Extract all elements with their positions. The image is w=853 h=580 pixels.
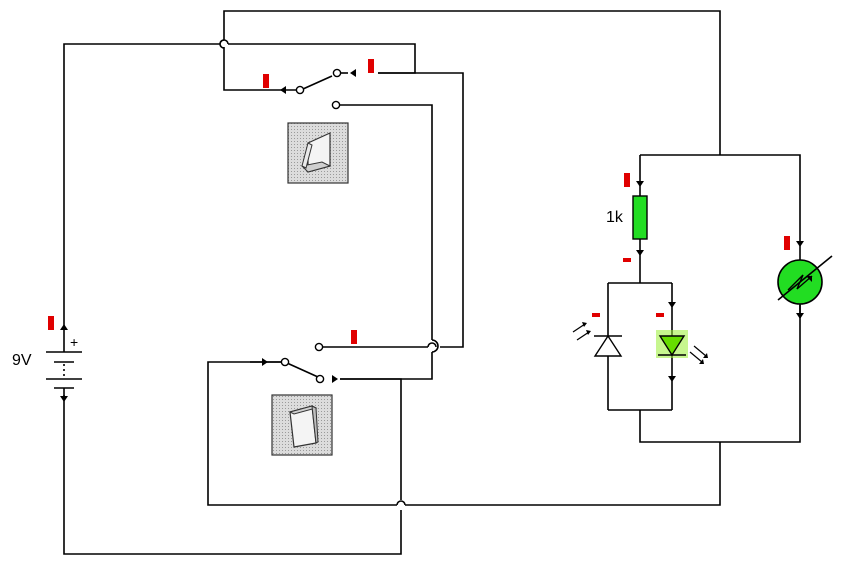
photodiode-triangle <box>593 334 623 357</box>
wire-top-main <box>223 10 721 155</box>
wire-sw1-lower <box>338 104 433 340</box>
resistor[interactable]: 1k <box>606 181 648 256</box>
top-switch-upper-terminal <box>332 68 342 78</box>
wire-sw1-to-sw2-a <box>378 72 464 348</box>
top-switch-arrow-left <box>280 86 286 94</box>
lamp[interactable] <box>777 240 833 319</box>
wire-battery-minus-2 <box>340 378 402 500</box>
toggle-switch-icon <box>288 405 319 448</box>
top-switch[interactable] <box>258 68 356 110</box>
probe-resistor-top[interactable] <box>624 173 630 187</box>
resistor-body <box>632 195 648 240</box>
bottom-switch-upper-terminal <box>314 342 324 352</box>
top-switch-blade <box>302 75 333 90</box>
wire-sw1-lower-2 <box>340 352 433 380</box>
bottom-switch-lower-terminal <box>315 374 325 384</box>
resistor-arrow-bottom <box>636 250 644 256</box>
battery-label: 9V <box>12 352 32 369</box>
bottom-switch-blade <box>286 362 319 378</box>
hop-vertical-top <box>219 39 225 49</box>
probe-top-switch-left[interactable] <box>263 74 269 88</box>
photodiode-icon <box>572 322 591 341</box>
wire-bottom-to-right <box>405 442 721 506</box>
probe-photodiode[interactable] <box>592 313 600 317</box>
wire-hops <box>219 39 439 506</box>
probe-battery[interactable] <box>48 316 54 330</box>
wire-battery-minus <box>63 395 402 555</box>
resistor-arrow-top <box>636 181 644 187</box>
top-switch-button[interactable] <box>287 122 349 184</box>
battery-arrow-top <box>60 324 68 330</box>
top-switch-lower-terminal <box>331 100 341 110</box>
wires <box>63 10 801 555</box>
bottom-switch[interactable] <box>250 342 338 384</box>
bottom-switch-arrow-left <box>262 358 268 366</box>
lamp-arrow-top <box>796 241 804 247</box>
hop-middle-v <box>431 339 439 353</box>
battery-plus-symbol: + <box>70 334 78 350</box>
probe-led[interactable] <box>656 313 664 317</box>
bottom-switch-arrow-right <box>332 375 338 383</box>
probe-resistor-bottom[interactable] <box>623 258 631 262</box>
lamp-adjust-line <box>777 255 833 301</box>
wire-sw2-common <box>207 361 397 506</box>
wire-battery-plus-2 <box>228 43 416 74</box>
probe-bottom-switch[interactable] <box>351 330 357 344</box>
probe-top-switch-right[interactable] <box>368 59 374 73</box>
wire-battery-plus <box>63 43 220 325</box>
wire-diodes-to-bottom <box>639 305 801 443</box>
top-switch-arrow-right <box>350 69 356 77</box>
wire-right-top <box>640 154 801 240</box>
led-arrow-top <box>668 302 676 308</box>
toggle-switch-icon <box>300 132 332 173</box>
led-icon <box>689 345 708 364</box>
led-triangle <box>658 335 686 357</box>
bottom-switch-button[interactable] <box>271 394 333 456</box>
photodiode[interactable] <box>572 322 623 357</box>
hop-middle <box>427 342 437 348</box>
led-arrow-bottom <box>668 376 676 382</box>
battery-arrow-bottom <box>60 396 68 402</box>
resistor-label: 1k <box>606 209 624 226</box>
probe-lamp[interactable] <box>784 236 790 250</box>
battery[interactable]: + 9V <box>12 324 82 402</box>
top-switch-common-terminal <box>295 85 305 95</box>
hop-bottom <box>396 500 406 506</box>
bottom-switch-common-terminal <box>280 357 290 367</box>
led[interactable] <box>656 302 708 382</box>
wire-top-hop-down <box>223 47 258 91</box>
probes <box>48 59 790 344</box>
lamp-arrow-bottom <box>796 313 804 319</box>
